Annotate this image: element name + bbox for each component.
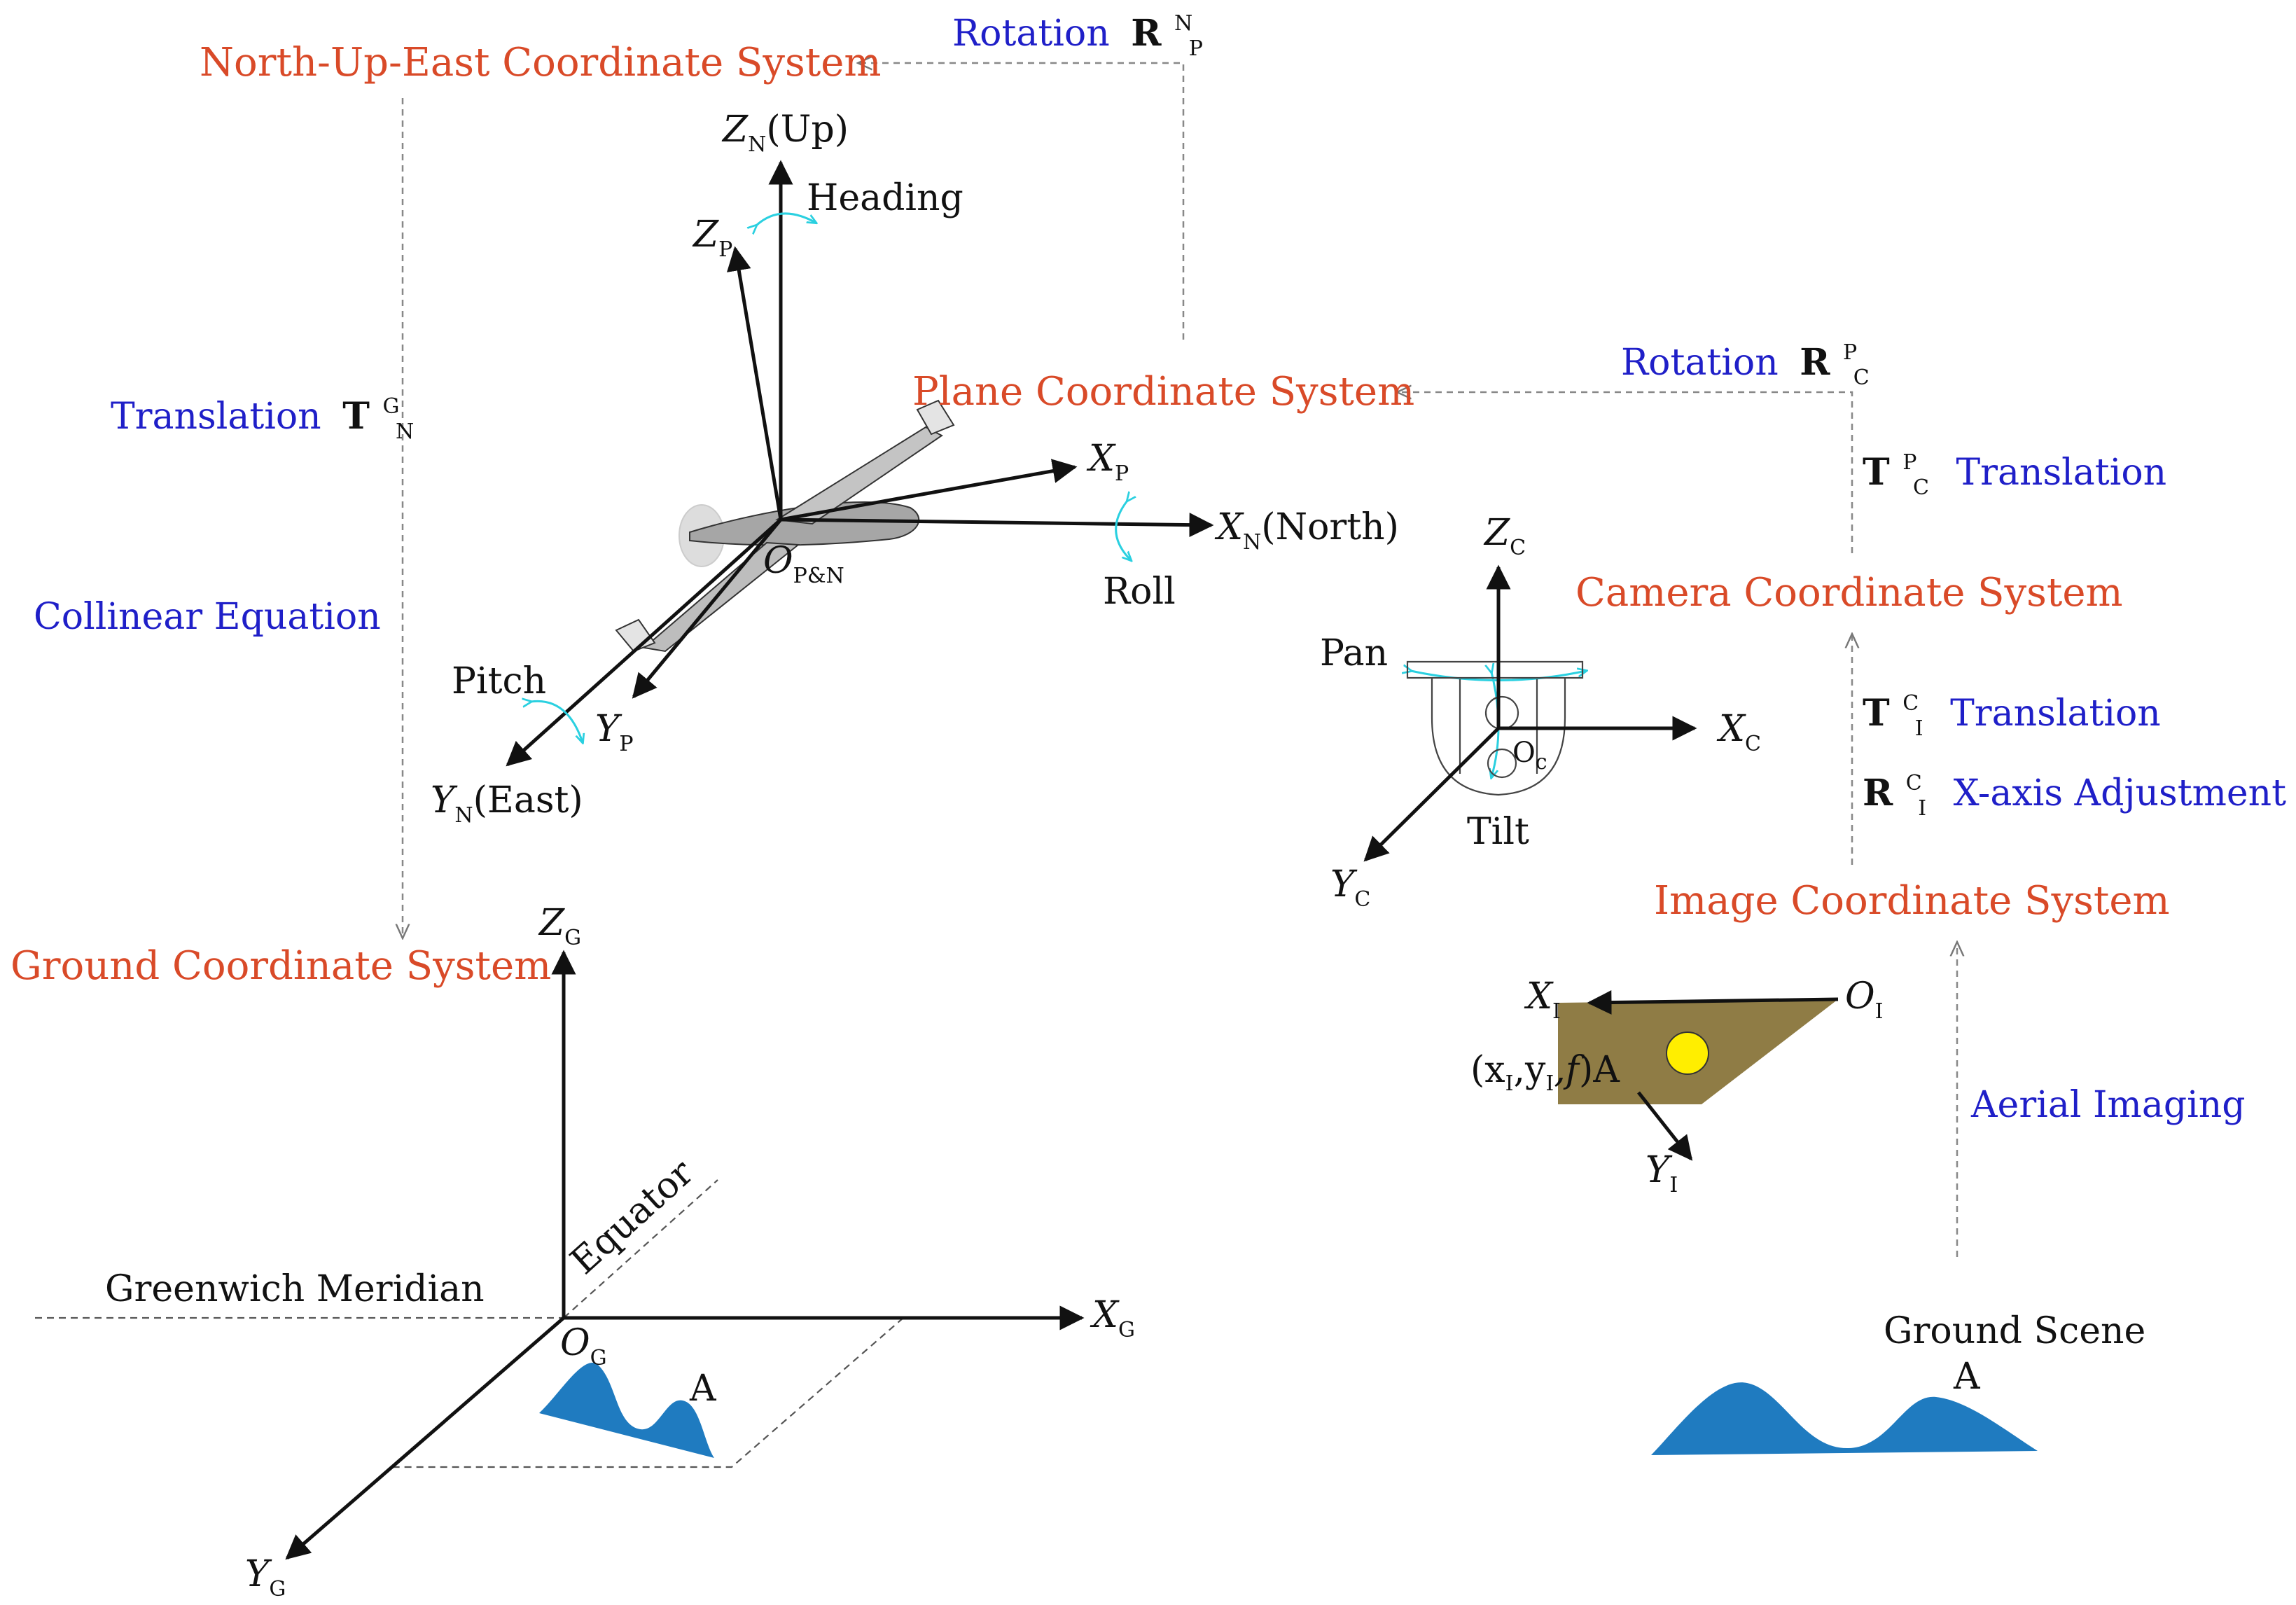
label-image-point: (xI,yI,f)A xyxy=(1470,1049,1620,1096)
label-x-axis-adjustment-r-i-c: R C I X-axis Adjustment xyxy=(1863,757,2286,824)
image-point xyxy=(1666,1031,1709,1075)
label-yc: YC xyxy=(1330,863,1370,912)
ground-axes xyxy=(285,950,1085,1560)
heading-rotation-arrow xyxy=(756,212,816,225)
pitch-rotation-arrow xyxy=(531,701,583,742)
aircraft-axis-labels: ZN(Up) Heading ZP XP XN(North) Roll OP&N… xyxy=(431,109,1399,828)
label-translation-t-n-g: Translation T G N xyxy=(111,380,414,444)
label-yi: YI xyxy=(1646,1149,1678,1197)
xp-axis xyxy=(780,459,1078,522)
title-image: Image Coordinate System xyxy=(1654,878,2170,924)
image-axes xyxy=(1587,990,1839,1161)
label-translation-t-i-c: T C I Translation xyxy=(1863,677,2161,744)
label-heading: Heading xyxy=(807,177,963,219)
label-translation-t-c-p: T P C Translation xyxy=(1863,436,2166,503)
label-origin-c: Oc xyxy=(1512,737,1547,774)
label-pan: Pan xyxy=(1320,632,1388,674)
label-ground-point: A xyxy=(689,1368,717,1410)
label-zg: ZG xyxy=(538,902,581,950)
title-north-up-east: North-Up-East Coordinate System xyxy=(200,40,881,85)
label-zn: ZN(Up) xyxy=(721,109,849,157)
label-tilt: Tilt xyxy=(1467,811,1529,853)
label-origin-i: OI xyxy=(1845,975,1884,1024)
ground-terrain xyxy=(539,1362,714,1458)
camera-axes xyxy=(1363,564,1697,862)
label-xg: XG xyxy=(1090,1294,1135,1342)
yc-axis xyxy=(1363,727,1500,862)
ground-parallelogram xyxy=(392,1317,904,1468)
title-camera: Camera Coordinate System xyxy=(1575,570,2123,616)
title-plane: Plane Coordinate System xyxy=(912,369,1414,415)
label-zc: ZC xyxy=(1483,512,1526,560)
connector-camera-to-plane xyxy=(1397,392,1853,553)
yp-axis xyxy=(632,518,782,699)
transform-labels: Rotation R N P Rotation R P C Translatio… xyxy=(34,0,2286,1126)
label-rotation-r-c-p: Rotation R P C xyxy=(1621,326,1870,390)
label-roll: Roll xyxy=(1103,571,1176,613)
roll-rotation-arrow xyxy=(1115,501,1131,560)
label-aerial-imaging: Aerial Imaging xyxy=(1970,1084,2246,1126)
label-zp: ZP xyxy=(692,214,732,262)
xi-axis xyxy=(1587,990,1839,1015)
system-titles: North-Up-East Coordinate System Plane Co… xyxy=(11,40,2170,989)
label-xp: XP xyxy=(1086,438,1129,486)
label-equator: Equator xyxy=(563,1152,702,1283)
camera-labels: ZC Pan XC Oc Tilt YC xyxy=(1320,512,1761,912)
label-xn: XN(North) xyxy=(1214,506,1399,555)
zp-axis xyxy=(726,246,783,520)
xn-axis xyxy=(780,513,1214,538)
title-ground: Ground Coordinate System xyxy=(11,943,551,989)
label-origin-g: OG xyxy=(560,1322,607,1370)
label-collinear-equation: Collinear Equation xyxy=(34,596,381,638)
scene-terrain xyxy=(1651,1382,2038,1455)
label-yp: YP xyxy=(595,708,634,756)
equator-line xyxy=(563,1179,718,1319)
label-scene-point: A xyxy=(1953,1356,1981,1398)
yg-axis xyxy=(285,1316,565,1560)
yn-axis xyxy=(506,518,782,767)
label-yn: YN(East) xyxy=(431,779,583,828)
connector-plane-to-neu xyxy=(858,63,1185,340)
label-xi: XI xyxy=(1524,975,1561,1024)
yi-axis xyxy=(1637,1091,1693,1161)
label-yg: YG xyxy=(245,1553,286,1601)
image-labels: XI OI (xI,yI,f)A YI xyxy=(1470,975,1884,1197)
aircraft-silhouette xyxy=(615,399,955,653)
ground-labels: ZG Greenwich Meridian Equator XG OG A YG… xyxy=(105,902,2145,1601)
rotation-arrows xyxy=(531,212,1586,777)
label-ground-scene: Ground Scene xyxy=(1884,1310,2145,1352)
flow-connectors xyxy=(403,63,1957,1257)
ground-reference-lines xyxy=(35,1179,904,1468)
label-origin-p-n: OP&N xyxy=(763,540,844,588)
label-rotation-r-p-n: Rotation R N P xyxy=(952,0,1204,61)
label-greenwich-meridian: Greenwich Meridian xyxy=(105,1268,485,1310)
label-xc: XC xyxy=(1716,708,1761,756)
label-pitch: Pitch xyxy=(452,660,546,702)
